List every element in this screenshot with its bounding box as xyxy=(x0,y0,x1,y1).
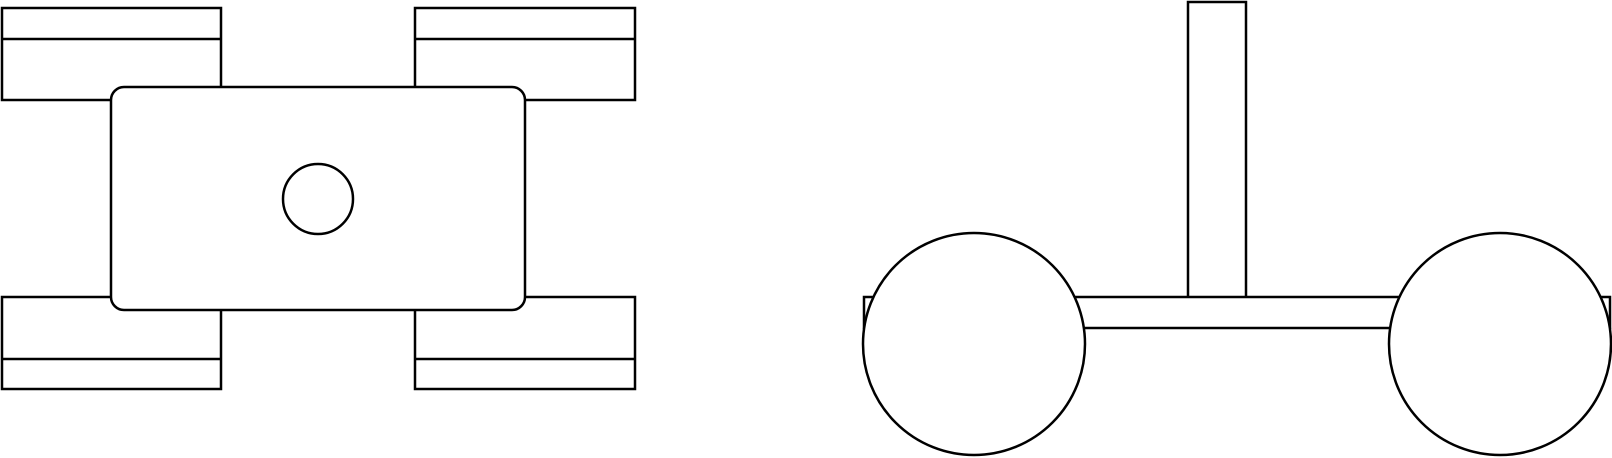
side-wheel-right xyxy=(1387,231,1612,457)
top-view xyxy=(0,6,637,391)
wheel-bottom-left xyxy=(0,295,223,391)
center-hub xyxy=(281,162,355,236)
side-wheel-left xyxy=(861,231,1087,457)
side-view xyxy=(861,0,1612,457)
wheel-top-right xyxy=(413,6,637,102)
wheel-bottom-right xyxy=(413,295,637,391)
vertical-mast xyxy=(1186,0,1248,300)
wheel-top-left xyxy=(0,6,223,102)
